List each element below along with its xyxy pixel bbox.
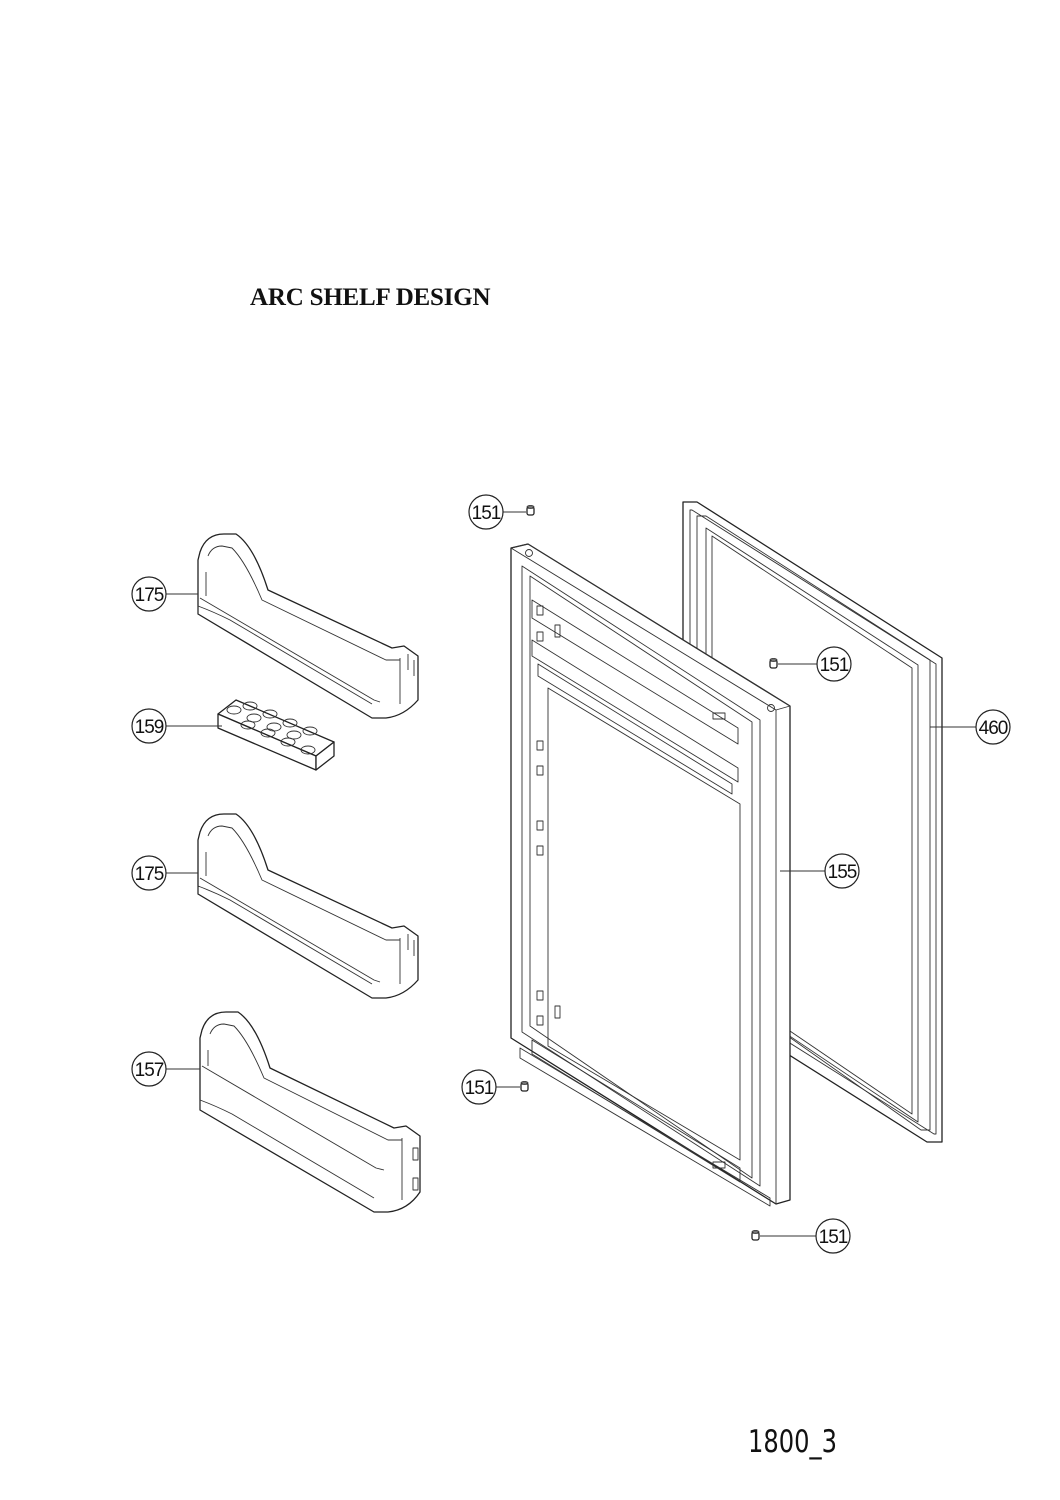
callout-151-top: 151 (468, 494, 526, 530)
egg-tray-159 (217, 699, 335, 771)
screw-151-bottom-left (520, 1080, 529, 1092)
callout-159: 159 (131, 708, 222, 744)
door-liner (510, 543, 791, 1207)
callout-155: 155 (780, 853, 860, 889)
svg-text:175: 175 (135, 585, 164, 606)
diagram-title: ARC SHELF DESIGN (250, 284, 491, 311)
callout-175-middle: 175 (131, 855, 198, 891)
screw-151-bottom-right (751, 1229, 760, 1241)
svg-text:151: 151 (819, 1227, 848, 1248)
callout-157: 157 (131, 1051, 200, 1087)
callout-175-top: 175 (131, 576, 198, 612)
door-shelf-175-middle (197, 813, 419, 999)
callout-460: 460 (930, 709, 1011, 745)
svg-text:155: 155 (828, 862, 857, 883)
callout-151-bottom-right: 151 (760, 1218, 851, 1254)
page-code: 1800_3 (748, 1424, 838, 1460)
svg-text:460: 460 (979, 718, 1008, 739)
bottle-shelf-157 (199, 1011, 421, 1213)
svg-text:157: 157 (135, 1060, 164, 1081)
screw-151-right (769, 657, 778, 669)
screw-151-top (526, 504, 535, 516)
svg-text:151: 151 (820, 655, 849, 676)
svg-text:175: 175 (135, 864, 164, 885)
svg-text:159: 159 (135, 717, 164, 738)
door-shelf-175-top (197, 533, 419, 719)
callout-151-bottom-left: 151 (461, 1069, 520, 1105)
svg-text:151: 151 (465, 1078, 494, 1099)
callout-151-right: 151 (778, 646, 852, 682)
svg-text:151: 151 (472, 503, 501, 524)
